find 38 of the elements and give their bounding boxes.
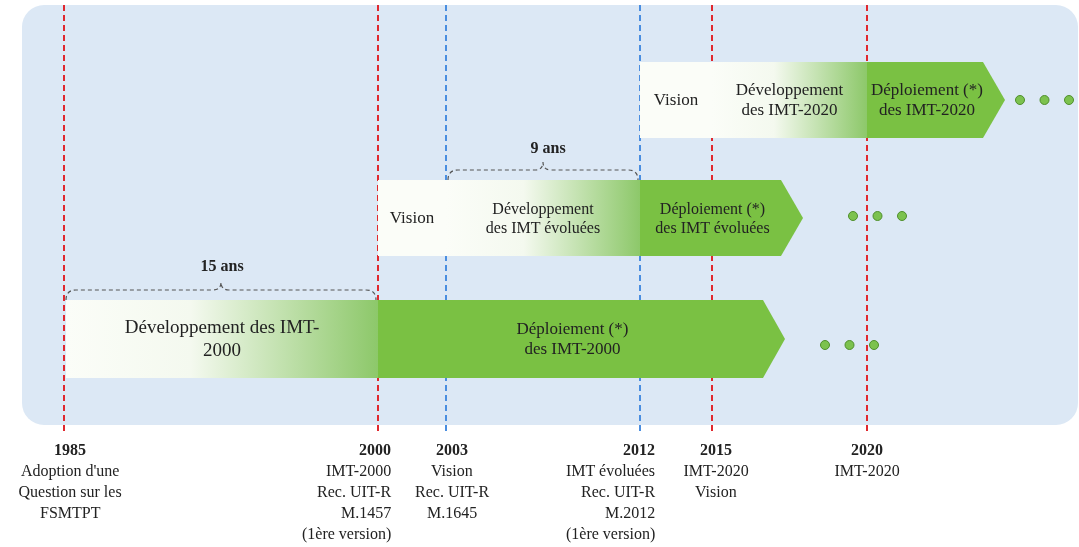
milestone-text: Vision xyxy=(695,484,737,500)
milestone-text: (1ère version) xyxy=(566,526,656,542)
milestone-text: IMT évoluées xyxy=(566,463,655,479)
year-label: 2020 xyxy=(851,442,883,458)
milestone-text: (1ère version) xyxy=(302,526,392,542)
process-band xyxy=(378,180,446,256)
milestone-text: Rec. UIT-R xyxy=(581,484,656,500)
development-band xyxy=(712,62,867,138)
milestone-text: M.1645 xyxy=(427,505,478,521)
band-text: Déploiement (*) des IMT-2000 xyxy=(515,318,630,360)
year-label: 1985 xyxy=(54,442,86,458)
year-label: 2000 xyxy=(359,442,391,458)
milestone-text: IMT-2020 xyxy=(683,463,749,479)
process-band xyxy=(640,62,712,138)
milestone-text: M.1457 xyxy=(341,505,392,521)
band-text: Développement des IMT évoluées xyxy=(484,198,602,238)
milestone-text: M.2012 xyxy=(605,505,656,521)
band-text: Déploiement (*) des IMT évoluées xyxy=(654,198,771,238)
milestone-text: Rec. UIT-R xyxy=(415,484,490,500)
duration-label: 15 ans xyxy=(200,258,244,274)
milestone-text: IMT-2020 xyxy=(834,463,900,479)
duration-label: 9 ans xyxy=(530,140,566,156)
development-band xyxy=(66,300,378,378)
band-text: Développement des IMT-2020 xyxy=(734,79,845,121)
band-text: Vision xyxy=(653,89,699,111)
band-text: Déploiement (*) des IMT-2020 xyxy=(870,79,984,121)
milestone-text: Vision xyxy=(431,463,473,479)
milestone-text: Adoption d'une xyxy=(21,463,120,479)
band-text: Développement des IMT-2000 xyxy=(123,316,321,362)
development-band xyxy=(446,180,640,256)
milestone-text: IMT-2000 xyxy=(326,463,392,479)
year-label: 2015 xyxy=(700,442,732,458)
year-label: 2012 xyxy=(623,442,655,458)
year-label: 2003 xyxy=(436,442,468,458)
milestone-text: Question sur les xyxy=(18,484,122,500)
band-text: Vision xyxy=(389,207,435,229)
milestone-text: FSMTPT xyxy=(40,505,101,521)
milestone-text: Rec. UIT-R xyxy=(317,484,392,500)
